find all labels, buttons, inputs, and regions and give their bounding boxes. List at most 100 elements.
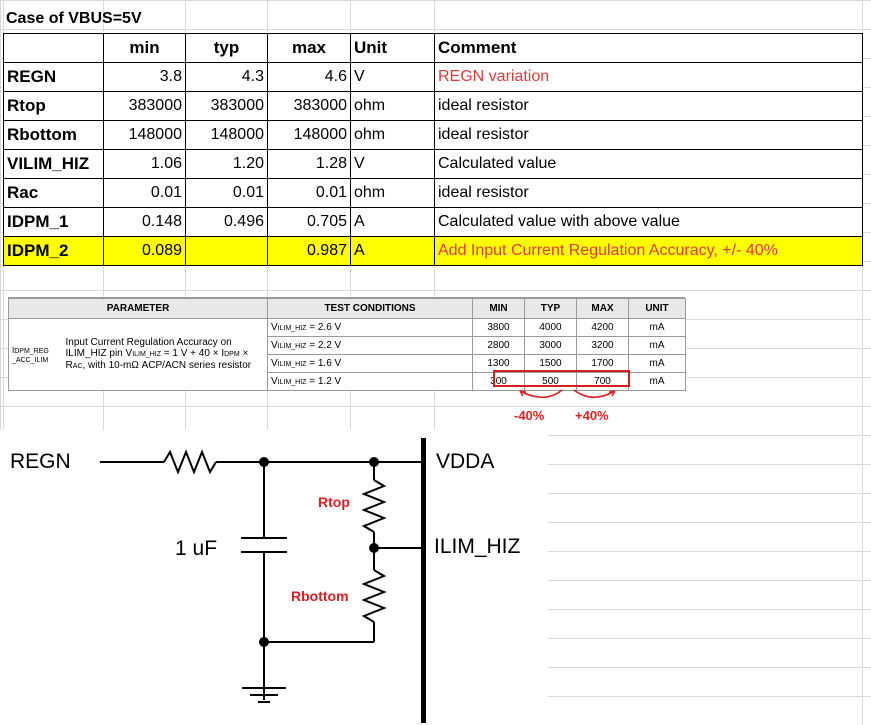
cell-comment[interactable]: REGN variation xyxy=(434,62,863,92)
capacitor-label: 1 uF xyxy=(175,537,218,560)
cell-unit[interactable]: V xyxy=(350,149,435,179)
cell-unit[interactable]: ohm xyxy=(350,178,435,208)
table-row-highlighted: IDPM_2 0.089 0.987 A Add Input Current R… xyxy=(3,236,863,266)
plus-40-label: +40% xyxy=(575,408,609,423)
cell-unit[interactable]: V xyxy=(350,62,435,92)
ds-unit: mA xyxy=(628,372,686,391)
row-label[interactable]: Rac xyxy=(3,178,104,208)
ds-condition: VILIM_HIZ = 1.6 V xyxy=(267,354,473,373)
ds-typ: 3000 xyxy=(524,336,577,355)
ds-symbol: IDPM_REG _ACC_ILIM xyxy=(8,318,63,391)
rtop-resistor xyxy=(361,479,387,533)
cell-max[interactable]: 0.705 xyxy=(267,207,351,237)
regn-label: REGN xyxy=(10,450,71,473)
grid-column-line xyxy=(862,0,863,725)
table-row: VILIM_HIZ 1.06 1.20 1.28 V Calculated va… xyxy=(3,149,863,179)
cell-unit[interactable]: A xyxy=(350,207,435,237)
cell-comment[interactable]: Add Input Current Regulation Accuracy, +… xyxy=(434,236,863,266)
cell-min[interactable]: 383000 xyxy=(103,91,186,121)
datasheet-row: IDPM_REG _ACC_ILIM Input Current Regulat… xyxy=(8,318,686,391)
regn-resistor xyxy=(163,449,217,475)
cell-max[interactable]: 4.6 xyxy=(267,62,351,92)
junction-dot xyxy=(369,543,379,553)
junction-dot xyxy=(259,457,269,467)
ds-condition: VILIM_HIZ = 2.2 V xyxy=(267,336,473,355)
ds-header-unit: UNIT xyxy=(628,298,686,319)
header-cell-max[interactable]: max xyxy=(267,33,351,63)
rtop-label: Rtop xyxy=(318,494,350,510)
ds-header-typ: TYP xyxy=(524,298,577,319)
table-row: Rbottom 148000 148000 148000 ohm ideal r… xyxy=(3,120,863,150)
header-cell-min[interactable]: min xyxy=(103,33,186,63)
cell-comment[interactable]: ideal resistor xyxy=(434,178,863,208)
cell-unit[interactable]: ohm xyxy=(350,120,435,150)
ds-header-parameter: PARAMETER xyxy=(8,298,268,319)
row-label[interactable]: Rtop xyxy=(3,91,104,121)
cell-min[interactable]: 148000 xyxy=(103,120,186,150)
cell-max[interactable]: 0.01 xyxy=(267,178,351,208)
header-cell-blank[interactable] xyxy=(3,33,104,63)
cell-min[interactable]: 1.06 xyxy=(103,149,186,179)
ds-unit: mA xyxy=(628,318,686,337)
row-label[interactable]: REGN xyxy=(3,62,104,92)
ds-unit: mA xyxy=(628,336,686,355)
datasheet-row: VILIM_HIZ = 2.2 V 2800 3000 3200 mA xyxy=(9,336,686,355)
header-cell-typ[interactable]: typ xyxy=(185,33,268,63)
datasheet-header-row: PARAMETER TEST CONDITIONS MIN TYP MAX UN… xyxy=(8,298,686,319)
row-label[interactable]: VILIM_HIZ xyxy=(3,149,104,179)
ds-condition: VILIM_HIZ = 2.6 V xyxy=(267,318,473,337)
cell-comment[interactable]: ideal resistor xyxy=(434,120,863,150)
cell-comment[interactable]: Calculated value xyxy=(434,149,863,179)
ds-min: 3800 xyxy=(472,318,525,337)
header-cell-comment[interactable]: Comment xyxy=(434,33,863,63)
row-label[interactable]: IDPM_1 xyxy=(3,207,104,237)
vdda-label: VDDA xyxy=(436,450,495,473)
cell-min[interactable]: 0.148 xyxy=(103,207,186,237)
cell-min[interactable]: 0.01 xyxy=(103,178,186,208)
cell-unit[interactable]: ohm xyxy=(350,91,435,121)
minus-40-label: -40% xyxy=(514,408,545,423)
ilim-hiz-label: ILIM_HIZ xyxy=(434,535,521,558)
accuracy-arrows xyxy=(519,389,616,399)
ds-min: 2800 xyxy=(472,336,525,355)
header-cell-unit[interactable]: Unit xyxy=(350,33,435,63)
ds-typ: 4000 xyxy=(524,318,577,337)
junction-dot xyxy=(369,457,379,467)
cell-typ[interactable] xyxy=(185,236,268,266)
cell-max[interactable]: 148000 xyxy=(267,120,351,150)
cell-typ[interactable]: 0.496 xyxy=(185,207,268,237)
ds-header-max: MAX xyxy=(576,298,629,319)
cell-typ[interactable]: 383000 xyxy=(185,91,268,121)
table-header-row: min typ max Unit Comment xyxy=(3,33,863,63)
datasheet-row: VILIM_HIZ = 1.6 V 1300 1500 1700 mA xyxy=(9,354,686,373)
cell-max[interactable]: 0.987 xyxy=(267,236,351,266)
minus-arrow xyxy=(519,389,563,399)
calc-table: min typ max Unit Comment REGN 3.8 4.3 4.… xyxy=(3,33,863,266)
table-row: Rtop 383000 383000 383000 ohm ideal resi… xyxy=(3,91,863,121)
cell-comment[interactable]: Calculated value with above value xyxy=(434,207,863,237)
cell-min[interactable]: 3.8 xyxy=(103,62,186,92)
ds-header-conditions: TEST CONDITIONS xyxy=(267,298,473,319)
ds-header-min: MIN xyxy=(472,298,525,319)
schematic: REGN VDDA ILIM_HIZ 1 uF Rtop Rbottom xyxy=(0,430,548,725)
row-label[interactable]: IDPM_2 xyxy=(3,236,104,266)
row-label[interactable]: Rbottom xyxy=(3,120,104,150)
cell-max[interactable]: 1.28 xyxy=(267,149,351,179)
table-row: Rac 0.01 0.01 0.01 ohm ideal resistor xyxy=(3,178,863,208)
rbottom-resistor xyxy=(361,569,387,623)
cell-typ[interactable]: 148000 xyxy=(185,120,268,150)
cell-typ[interactable]: 0.01 xyxy=(185,178,268,208)
sheet-title[interactable]: Case of VBUS=5V xyxy=(6,10,142,27)
plus-arrow xyxy=(573,389,616,399)
cell-unit[interactable]: A xyxy=(350,236,435,266)
cell-min[interactable]: 0.089 xyxy=(103,236,186,266)
ds-unit: mA xyxy=(628,354,686,373)
cell-max[interactable]: 383000 xyxy=(267,91,351,121)
cell-typ[interactable]: 4.3 xyxy=(185,62,268,92)
cell-typ[interactable]: 1.20 xyxy=(185,149,268,179)
ds-condition: VILIM_HIZ = 1.2 V xyxy=(267,372,473,391)
ds-description: Input Current Regulation Accuracy on ILI… xyxy=(62,318,268,391)
rbottom-label: Rbottom xyxy=(291,588,349,604)
cell-comment[interactable]: ideal resistor xyxy=(434,91,863,121)
junction-dot xyxy=(259,637,269,647)
